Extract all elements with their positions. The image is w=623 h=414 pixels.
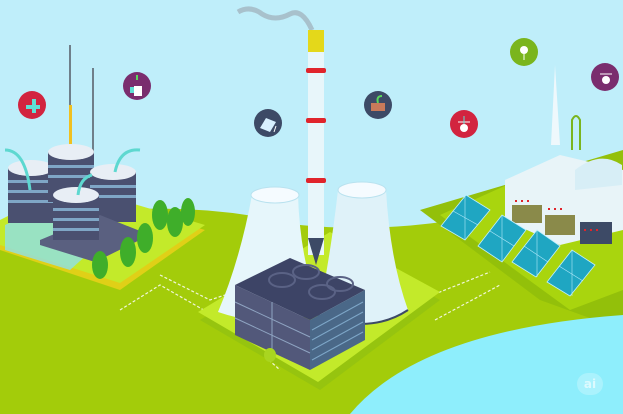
water-network-icon bbox=[18, 91, 46, 119]
solar-farm bbox=[440, 65, 623, 310]
soil-sprout-icon bbox=[364, 91, 392, 119]
power-plant bbox=[198, 6, 440, 390]
solar-chart-icon bbox=[254, 109, 282, 137]
floating-icons bbox=[18, 38, 619, 138]
chemical-plant bbox=[0, 45, 205, 290]
dandelion-icon bbox=[510, 38, 538, 66]
ai-watermark-badge: ai bbox=[577, 373, 603, 395]
plant-document-icon bbox=[123, 72, 151, 100]
lake bbox=[350, 315, 623, 414]
windmill-tree-icon bbox=[591, 63, 619, 91]
tree-windmill-icon bbox=[450, 110, 478, 138]
